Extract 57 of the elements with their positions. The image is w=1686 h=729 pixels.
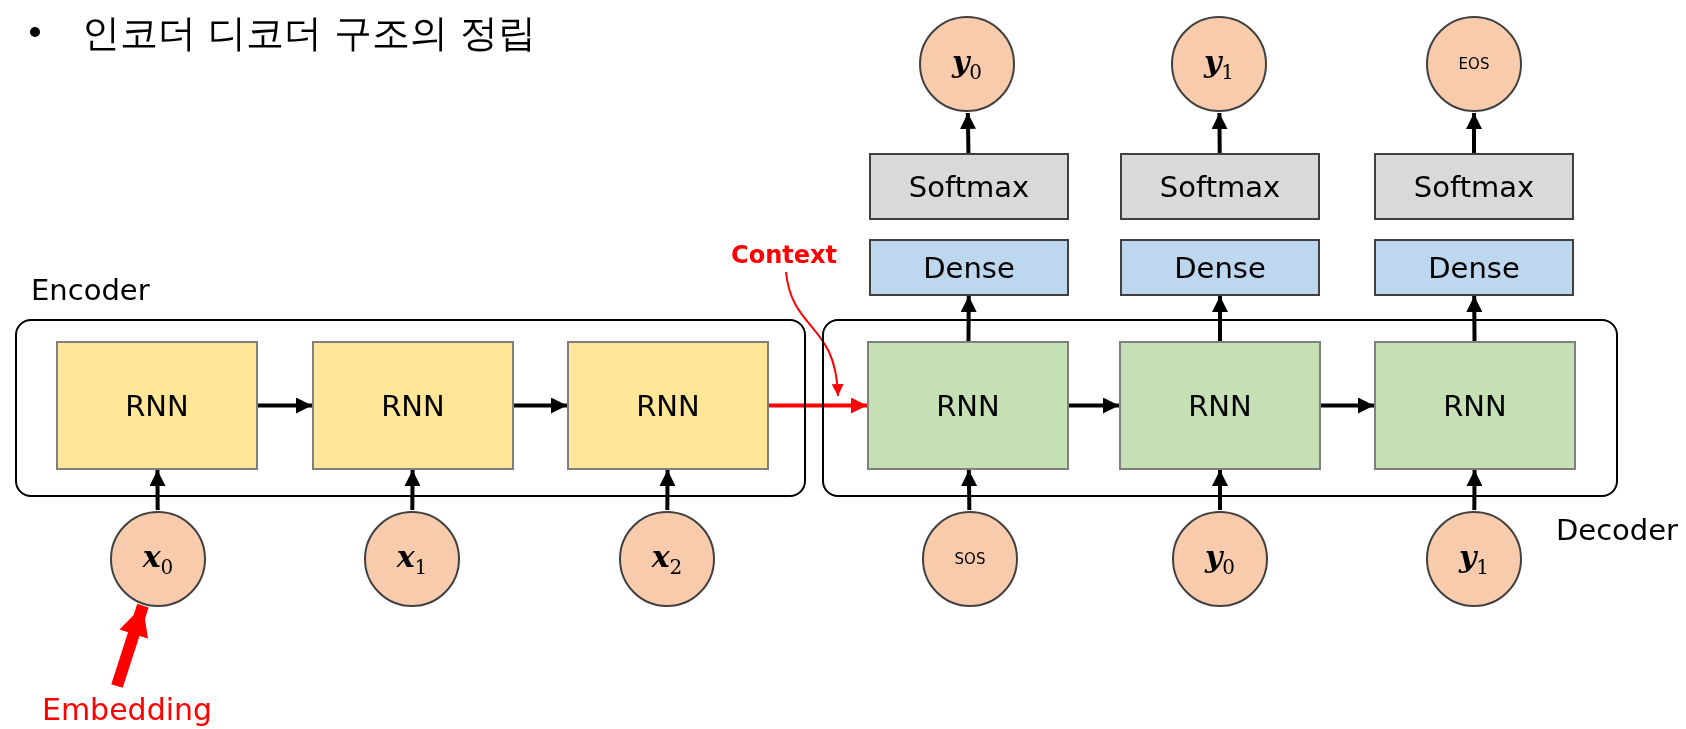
math-label: y$_{0}$ (1204, 539, 1236, 579)
box-label: Dense (1174, 250, 1266, 285)
arrow (1321, 397, 1374, 414)
box-label: Softmax (1159, 169, 1281, 204)
rnn-box (56, 341, 258, 470)
title: 인코더 디코더 구조의 정립 (82, 10, 537, 57)
box-label: RNN (125, 388, 189, 423)
box-label: RNN (1188, 388, 1252, 423)
math-label: x$_{2}$ (651, 539, 683, 579)
rnn-box (567, 341, 769, 470)
arrow (659, 470, 676, 510)
box-label: Softmax (908, 169, 1030, 204)
arrow (404, 470, 421, 510)
token-label: SOS (954, 550, 986, 568)
token-label: EOS (1458, 55, 1490, 73)
rnn-box (867, 341, 1069, 470)
softmax-box (1374, 153, 1574, 220)
arrow (769, 397, 867, 414)
rnn-box (312, 341, 514, 470)
math-label: y$_{1}$ (1458, 539, 1490, 579)
box-label: Dense (1428, 250, 1520, 285)
arrow (1069, 397, 1119, 414)
box-label: RNN (1443, 388, 1507, 423)
box-label: Dense (923, 250, 1015, 285)
group-heading: Encoder (31, 273, 150, 307)
rnn-box (1374, 341, 1576, 470)
arrow (1212, 296, 1228, 341)
arrow (960, 296, 977, 341)
box-label: Softmax (1413, 169, 1535, 204)
dense-box (1374, 239, 1574, 296)
group-heading: Decoder (1555, 513, 1678, 547)
math-label: y$_{0}$ (951, 44, 983, 84)
arrow (960, 112, 977, 154)
arrow (1466, 113, 1482, 153)
arrow (961, 469, 978, 511)
softmax-box (869, 153, 1069, 220)
block-arrow (111, 603, 149, 688)
arrow (514, 397, 567, 414)
leader-line (785, 271, 844, 397)
math-label: x$_{1}$ (396, 539, 428, 579)
math-label: y$_{1}$ (1203, 44, 1235, 84)
softmax-box (1120, 153, 1320, 220)
annotation-label: Context (731, 241, 837, 269)
dense-box (869, 239, 1069, 296)
arrow (258, 397, 312, 414)
arrow (1466, 470, 1483, 510)
arrow (1212, 470, 1228, 510)
rnn-box (1119, 341, 1321, 470)
annotation-label: Embedding (41, 691, 213, 727)
math-label: x$_{0}$ (142, 539, 174, 579)
box-label: RNN (381, 388, 445, 423)
box-label: RNN (636, 388, 700, 423)
arrow (1466, 296, 1483, 341)
arrow (1211, 113, 1228, 154)
dense-box (1120, 239, 1320, 296)
box-label: RNN (936, 388, 1000, 423)
arrow (149, 470, 166, 510)
